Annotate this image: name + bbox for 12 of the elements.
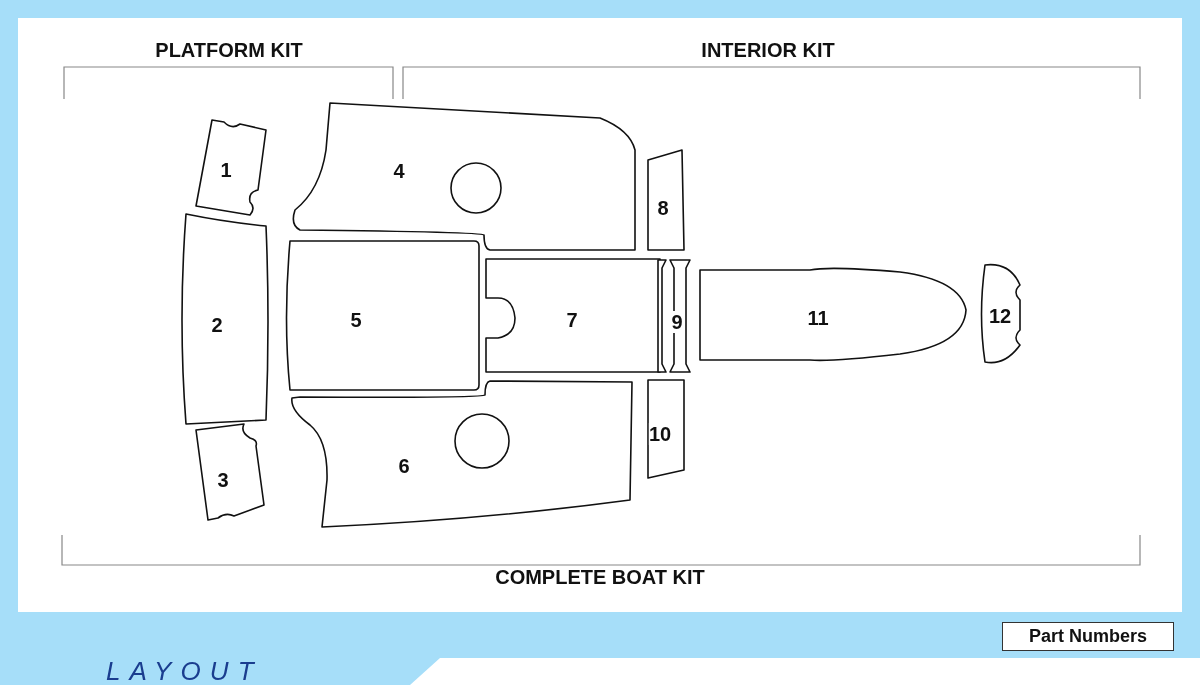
piece-number: 10 [648,423,672,445]
mat-piece [644,376,688,482]
kit-label: INTERIOR KIT [701,38,835,63]
piece-number: 9 [671,311,683,333]
mat-piece [178,210,270,428]
layout-title: LAYOUT [106,655,263,685]
part-numbers-label: Part Numbers [1002,622,1174,651]
kit-label: COMPLETE BOAT KIT [495,565,705,590]
mat-piece [482,256,664,376]
mat-piece [644,146,688,254]
mat-piece [654,256,694,376]
kit-label: PLATFORM KIT [155,38,303,63]
